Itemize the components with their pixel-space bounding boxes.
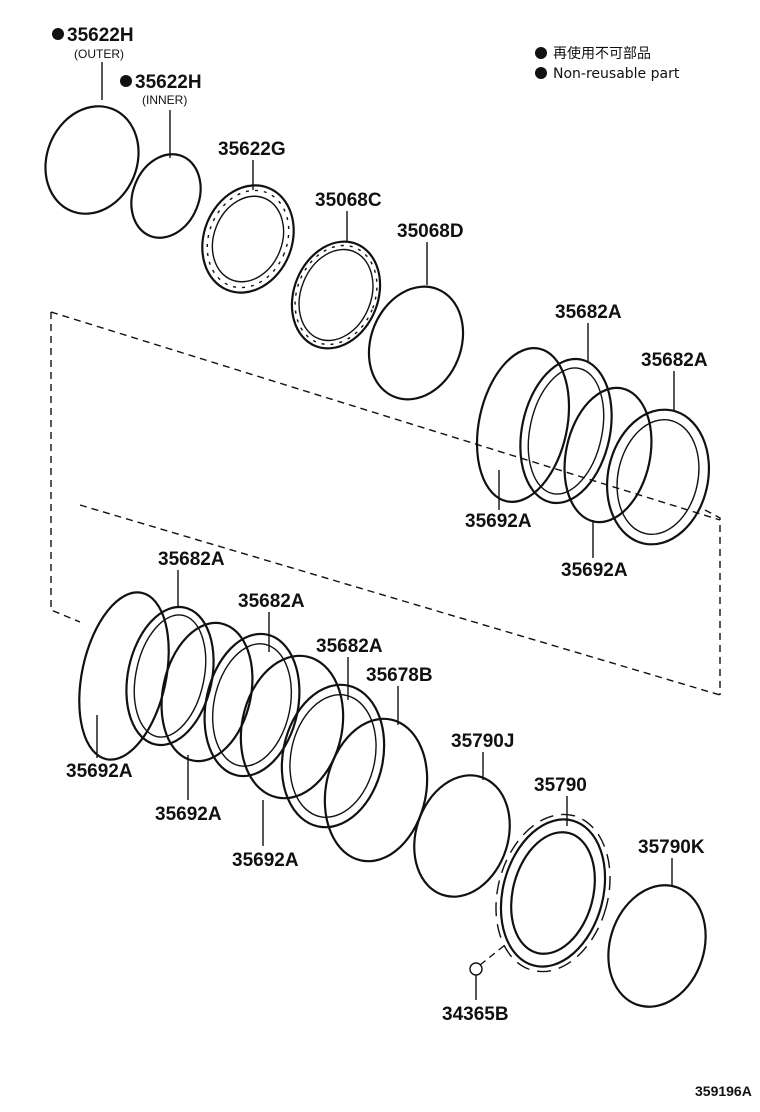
part-35622h-outer[interactable]: 35622H (OUTER) <box>30 25 155 228</box>
part-label: 35068C <box>315 190 382 211</box>
part-label: 35622G <box>218 139 286 160</box>
part-label: 35682A <box>158 549 225 570</box>
part-label: 34365B <box>442 1004 509 1025</box>
part-35682a-mid-2[interactable]: 35682A <box>238 591 305 652</box>
part-label: 35692A <box>155 804 222 825</box>
part-35068c[interactable]: 35068C <box>276 190 395 362</box>
assembly-dashed-lines <box>50 311 721 696</box>
part-35692a-top-2[interactable]: 35692A <box>561 520 628 581</box>
part-label: 35692A <box>465 511 532 532</box>
part-35622g[interactable]: 35622G <box>187 139 310 306</box>
part-35622h-inner[interactable]: 35622H (INNER) <box>119 72 212 248</box>
part-label: 35790J <box>451 731 514 752</box>
part-note: (OUTER) <box>74 47 124 61</box>
part-35682a-top-1[interactable]: 35682A <box>555 302 622 362</box>
legend-en: Non-reusable part <box>553 66 680 82</box>
part-label: 35622H <box>135 72 202 93</box>
part-35692a-bot-1[interactable]: 35692A <box>66 715 133 782</box>
part-label: 35682A <box>641 350 708 371</box>
part-note: (INNER) <box>142 93 187 107</box>
part-35682a-top-2[interactable]: 35682A <box>641 350 708 410</box>
part-label: 35622H <box>67 25 134 46</box>
part-label: 35692A <box>232 850 299 871</box>
clutch-pack-top <box>475 347 711 546</box>
part-label: 35692A <box>66 761 133 782</box>
non-reusable-dot-icon <box>52 28 64 40</box>
part-35790j[interactable]: 35790J <box>399 731 525 909</box>
part-35678b[interactable]: 35678B <box>366 665 433 725</box>
part-label: 35790 <box>534 775 587 796</box>
non-reusable-dot-icon <box>535 67 547 79</box>
part-label: 35692A <box>561 560 628 581</box>
part-35790[interactable]: 35790 <box>479 775 627 985</box>
part-label: 35678B <box>366 665 433 686</box>
part-35790k[interactable]: 35790K <box>593 837 721 1019</box>
part-35692a-bot-2[interactable]: 35692A <box>155 755 222 825</box>
part-35068d[interactable]: 35068D <box>353 221 480 414</box>
part-label: 35068D <box>397 221 464 242</box>
non-reusable-dot-icon <box>120 75 132 87</box>
part-label: 35790K <box>638 837 705 858</box>
part-35692a-bot-3[interactable]: 35692A <box>232 800 299 871</box>
part-label: 35682A <box>238 591 305 612</box>
figure-id: 359196A <box>695 1083 752 1099</box>
part-label: 35682A <box>555 302 622 323</box>
part-35692a-top-1[interactable]: 35692A <box>465 470 532 532</box>
part-label: 35682A <box>316 636 383 657</box>
legend: 再使用不可部品 Non-reusable part <box>535 45 680 82</box>
part-35682a-mid-3[interactable]: 35682A <box>316 636 383 700</box>
non-reusable-dot-icon <box>535 47 547 59</box>
part-34365b[interactable]: 34365B <box>442 944 509 1025</box>
clutch-pack-middle <box>78 591 429 863</box>
part-35682a-mid-1[interactable]: 35682A <box>158 549 225 608</box>
legend-jp: 再使用不可部品 <box>553 45 651 62</box>
